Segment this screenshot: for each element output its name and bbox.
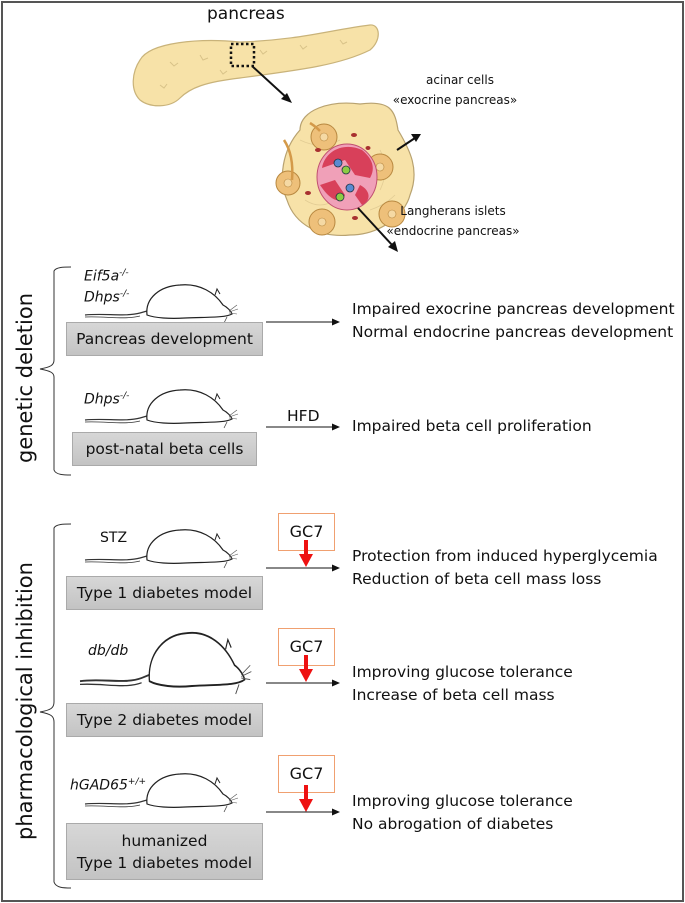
humanized-type1-diabetes-model-box: humanized Type 1 diabetes model [66, 823, 263, 880]
outcome-arrow [266, 564, 340, 572]
outcome-arrow [266, 318, 340, 326]
zoom-region-marker [229, 42, 256, 68]
result-line: Impaired beta cell proliferation [352, 417, 592, 435]
pharmacological-inhibition-brace [39, 523, 72, 889]
mouse-icon [84, 389, 239, 429]
pancreas-label: pancreas [207, 4, 285, 24]
result-line: Increase of beta cell mass [352, 686, 555, 704]
gc7-inhibition-arrow [299, 540, 313, 567]
result-line: Reduction of beta cell mass loss [352, 570, 602, 588]
pancreas-organ [132, 24, 379, 107]
pancreas-development-box: Pancreas development [66, 322, 263, 356]
acinar-label-line1: acinar cells [426, 73, 494, 87]
box-label: post-natal beta cells [85, 440, 244, 458]
genotype-eif5a: Eif5a-/- [84, 268, 129, 285]
hgad65-results: Improving glucose tolerance No abrogatio… [352, 790, 573, 836]
stz-agent-label: STZ [100, 530, 128, 546]
mouse-icon [79, 631, 253, 695]
dbdb-results: Improving glucose tolerance Increase of … [352, 661, 573, 707]
acinar-exocrine-label: «exocrine pancreas» [392, 93, 518, 107]
islets-label: Langherans islets [400, 204, 506, 218]
result-line: Improving glucose tolerance [352, 663, 573, 681]
box-label: Type 1 diabetes model [76, 584, 253, 602]
dbdb-agent-label: db/db [88, 643, 129, 659]
type1-diabetes-model-box: Type 1 diabetes model [66, 576, 263, 610]
genetic-row1-results: Impaired exocrine pancreas development N… [352, 298, 675, 344]
result-line: Improving glucose tolerance [352, 792, 573, 810]
result-line: Normal endocrine pancreas development [352, 323, 674, 341]
gc7-inhibitor-box: GC7 [278, 628, 335, 666]
gc7-inhibition-arrow [299, 785, 313, 812]
islets-endocrine-label: «endocrine pancreas» [386, 224, 520, 238]
gc7-inhibition-arrow [299, 655, 313, 682]
genotype-dhps: Dhps-/- [84, 391, 130, 408]
mouse-icon [84, 773, 239, 813]
stz-results: Protection from induced hyperglycemia Re… [352, 545, 658, 591]
gc7-inhibitor-box: GC7 [278, 513, 335, 551]
hgad65-agent-label: hGAD65+/+ [70, 777, 147, 794]
genetic-deletion-group-label: genetic deletion [13, 293, 37, 463]
genotype-dhps: Dhps-/- [84, 289, 130, 306]
genetic-row2-results: Impaired beta cell proliferation [352, 415, 592, 438]
outcome-arrow [266, 679, 340, 687]
type2-diabetes-model-box: Type 2 diabetes model [66, 703, 263, 737]
box-label: Pancreas development [76, 330, 253, 348]
pancreas-illustration [132, 24, 421, 252]
outcome-arrow [266, 423, 340, 431]
outcome-arrow [266, 808, 340, 816]
pharmacological-inhibition-group-label: pharmacological inhibition [13, 562, 37, 840]
box-label-line2: Type 1 diabetes model [76, 853, 253, 872]
post-natal-beta-cells-box: post-natal beta cells [72, 432, 257, 466]
result-line: Protection from induced hyperglycemia [352, 547, 658, 565]
mouse-icon [84, 529, 239, 569]
hfd-label: HFD [287, 407, 320, 425]
gc7-inhibitor-box: GC7 [278, 755, 335, 793]
genetic-deletion-brace [39, 266, 72, 476]
box-label-line1: humanized [121, 831, 208, 850]
acinar-cells-label: acinar cells [405, 69, 515, 91]
result-line: Impaired exocrine pancreas development [352, 300, 675, 318]
result-line: No abrogation of diabetes [352, 815, 554, 833]
box-label: Type 2 diabetes model [76, 711, 253, 729]
